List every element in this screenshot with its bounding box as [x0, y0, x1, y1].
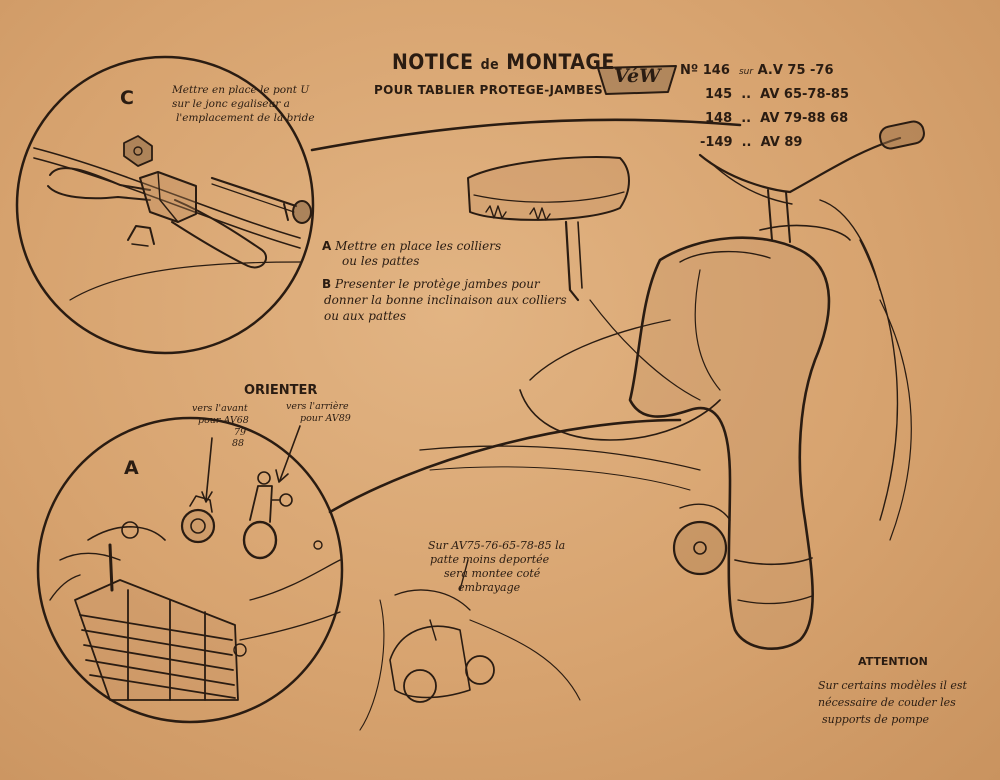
av75-note-line: sera montee coté — [444, 567, 541, 580]
ref-dots: .. — [741, 87, 752, 102]
arrow-avant — [205, 437, 213, 501]
ref-dots: .. — [741, 111, 752, 126]
detail-c-note-line: l'emplacement de la bride — [176, 112, 315, 124]
reference-row: Nº 146 sur A.V 75 -76 — [680, 63, 834, 79]
ref-number: 146 — [702, 63, 730, 78]
detail-a-letter: A — [124, 457, 139, 479]
step-a-text: Mettre en place les colliers — [335, 239, 502, 253]
orienter-avant-line: 88 — [232, 438, 245, 449]
av75-note-line: embrayage — [458, 581, 521, 594]
ref-models: AV 65-78-85 — [760, 87, 849, 102]
orienter-title: ORIENTER — [244, 383, 318, 398]
title-notice: NOTICE — [392, 50, 474, 74]
step-b-line: ou aux pattes — [324, 309, 406, 323]
ref-number: 148 — [705, 111, 733, 126]
attention-title: ATTENTION — [858, 655, 928, 668]
orienter-avant-line: vers l'avant — [192, 403, 248, 414]
attention-line: supports de pompe — [822, 713, 929, 726]
ref-models: AV 89 — [760, 135, 803, 150]
ref-prefix: Nº — [680, 63, 699, 78]
ref-sur: sur — [738, 67, 754, 77]
orienter-avant-line: 79 — [234, 427, 247, 438]
ref-dots: .. — [741, 135, 752, 150]
brand-logo: VéW — [614, 65, 661, 87]
detail-circle-a — [36, 416, 344, 724]
detail-c-letter: C — [120, 87, 134, 109]
orienter-arriere-line: vers l'arrière — [286, 401, 349, 412]
av75-note-line: Sur AV75-76-65-78-85 la — [428, 539, 566, 552]
detail-c-note-line: Mettre en place le pont U — [172, 84, 310, 96]
step-b-line: B Presenter le protège jambes pour — [322, 277, 540, 292]
step-a-line: ou les pattes — [342, 254, 420, 268]
reference-row: 148 .. AV 79-88 68 — [705, 111, 849, 127]
brand-logo-shape — [597, 65, 677, 95]
title-de: de — [480, 57, 500, 73]
attention-line: Sur certains modèles il est — [818, 679, 967, 692]
reference-row: -149 .. AV 89 — [700, 135, 803, 151]
sheet-subtitle: POUR TABLIER PROTEGE-JAMBES — [374, 83, 603, 97]
step-b-letter: B — [322, 277, 332, 291]
ref-models: A.V 75 -76 — [757, 63, 834, 78]
step-b-text: Presenter le protège jambes pour — [334, 277, 540, 291]
leader-line-a — [328, 418, 682, 514]
orienter-arriere-line: pour AV89 — [300, 413, 351, 424]
detail-circle-c — [15, 55, 315, 355]
reference-row: 145 .. AV 65-78-85 — [705, 87, 849, 103]
ref-number: 145 — [705, 87, 733, 102]
moped-drawing — [359, 120, 925, 731]
step-b-line: donner la bonne inclinaison aux colliers — [324, 293, 567, 307]
ref-models: AV 79-88 68 — [760, 111, 849, 126]
leader-line-c — [310, 118, 742, 152]
av75-note-line: patte moins deportée — [430, 553, 550, 566]
attention-line: nécessaire de couder les — [818, 696, 956, 709]
sheet-title: NOTICE de MONTAGE — [392, 50, 615, 74]
ref-number: -149 — [700, 135, 733, 150]
step-a-line: A Mettre en place les colliers — [322, 239, 502, 254]
detail-c-note-line: sur le jonc egaliseur a — [172, 98, 290, 110]
step-a-letter: A — [322, 239, 332, 253]
orienter-avant-line: pour AV68 — [198, 415, 249, 426]
arrow-arriere — [279, 425, 301, 481]
title-montage: MONTAGE — [506, 50, 615, 74]
